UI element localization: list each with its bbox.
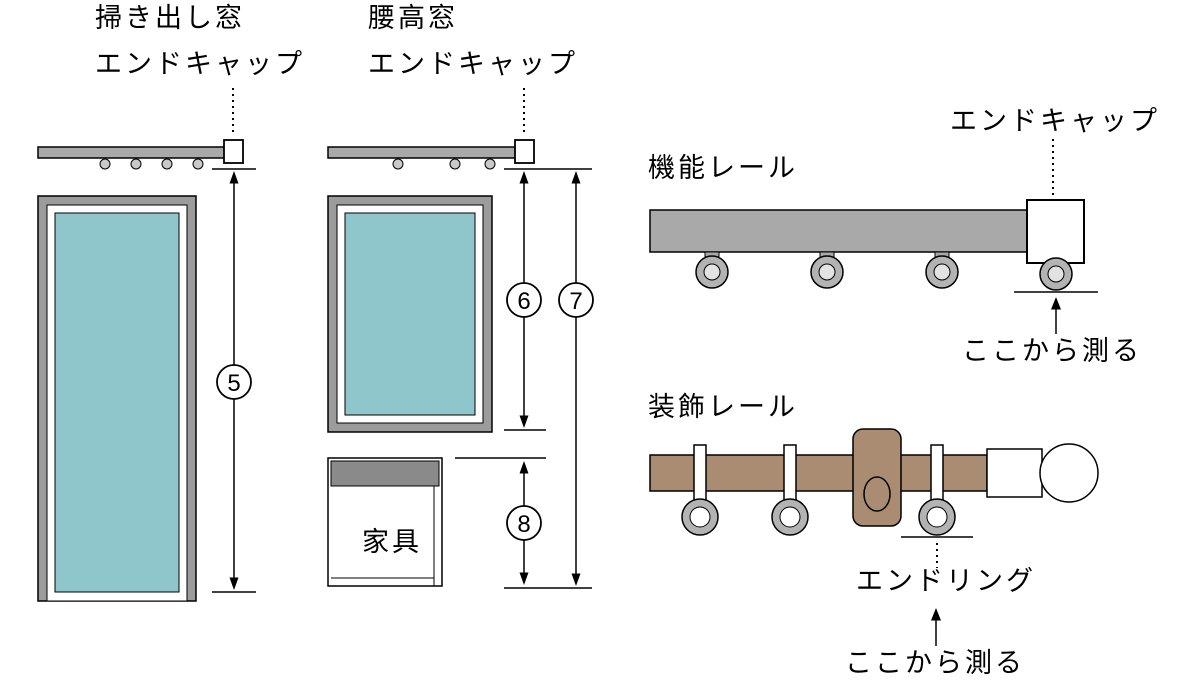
curtain-ring-hole bbox=[779, 506, 801, 528]
functional-measure-note: ここから測る bbox=[962, 336, 1142, 366]
decorative-rail-diagram: 装飾レール エンドリング ここから測る bbox=[648, 392, 1099, 678]
middle-window-glass bbox=[344, 212, 476, 416]
functional-rail-rollers bbox=[695, 251, 959, 289]
functional-measure-arrow bbox=[1051, 297, 1061, 334]
measure-arrow-7 bbox=[571, 171, 581, 586]
decorative-measure-note: ここから測る bbox=[845, 648, 1025, 678]
finial-ball bbox=[1039, 443, 1099, 503]
ring-tab bbox=[930, 444, 944, 503]
roller-hole bbox=[818, 263, 836, 281]
rail-runner bbox=[161, 158, 173, 170]
measure-number-5: 5 bbox=[227, 370, 240, 397]
measure-badge-6 bbox=[506, 282, 542, 318]
rail-end-piece bbox=[986, 448, 1043, 498]
middle-curtain-rail bbox=[327, 146, 522, 159]
measure-number-7: 7 bbox=[569, 288, 582, 315]
left-curtain-rail bbox=[37, 146, 232, 159]
end-ring-hole bbox=[926, 506, 948, 528]
middle-endcap bbox=[514, 139, 535, 164]
rail-runner bbox=[130, 158, 142, 170]
measure-badge-5 bbox=[216, 364, 252, 400]
functional-rail-diagram: 機能レール エンドキャップ ここから測る bbox=[648, 106, 1160, 366]
decorative-measure-arrow bbox=[931, 608, 941, 646]
functional-endcap bbox=[1026, 199, 1085, 264]
ring-tab bbox=[783, 444, 797, 503]
furniture-top-band bbox=[330, 460, 440, 487]
functional-endcap-label: エンドキャップ bbox=[950, 106, 1160, 136]
rail-runner bbox=[392, 158, 404, 170]
measure-badge-7 bbox=[558, 282, 594, 318]
decorative-rail-rings bbox=[681, 498, 956, 536]
roller-hole bbox=[703, 263, 721, 281]
middle-endcap-label: エンドキャップ bbox=[368, 49, 578, 79]
middle-window-title: 腰高窓 bbox=[368, 3, 458, 33]
curtain-ring-hole bbox=[689, 506, 711, 528]
rail-runner bbox=[99, 158, 111, 170]
end-roller-hole bbox=[1047, 265, 1065, 283]
middle-rail-runners bbox=[392, 158, 496, 170]
endring-label: エンドリング bbox=[856, 566, 1036, 596]
left-rail-runners bbox=[99, 158, 204, 170]
left-endcap-label: エンドキャップ bbox=[95, 49, 305, 79]
rail-runner bbox=[449, 158, 461, 170]
rail-runner bbox=[192, 158, 204, 170]
left-window-glass bbox=[54, 212, 180, 593]
rail-runner bbox=[484, 158, 496, 170]
roller-hole bbox=[933, 263, 951, 281]
left-window-title: 掃き出し窓 bbox=[95, 3, 245, 33]
functional-rail-title: 機能レール bbox=[648, 153, 798, 183]
measure-badge-8 bbox=[506, 505, 542, 541]
functional-rail-bar bbox=[649, 209, 1028, 253]
decorative-rail-title: 装飾レール bbox=[648, 392, 798, 422]
bracket-knob bbox=[863, 476, 891, 512]
furniture-label: 家具 bbox=[362, 527, 422, 557]
measure-number-6: 6 bbox=[517, 288, 530, 315]
middle-window-diagram: 腰高窓 エンドキャップ 家具 6 bbox=[327, 3, 594, 589]
left-endcap bbox=[223, 139, 244, 164]
decorative-rail-carriers bbox=[693, 444, 944, 503]
measure-number-8: 8 bbox=[517, 511, 530, 538]
left-window-diagram: 掃き出し窓 エンドキャップ 5 bbox=[37, 3, 305, 602]
ring-tab bbox=[693, 444, 707, 503]
